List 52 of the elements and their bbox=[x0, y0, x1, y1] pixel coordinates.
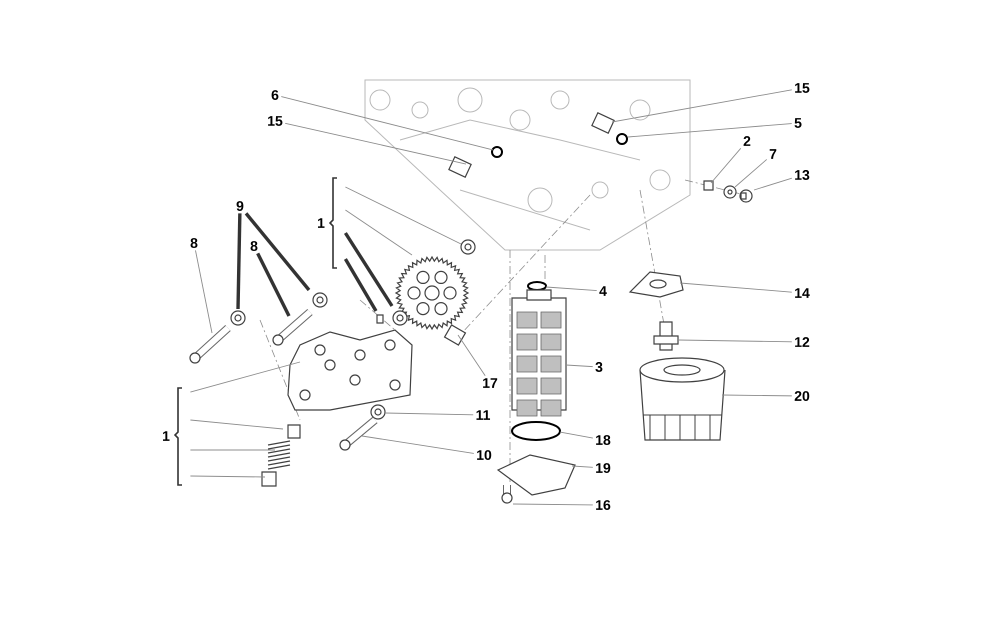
leader-line bbox=[384, 412, 474, 416]
leader-line bbox=[628, 123, 792, 138]
leader-line bbox=[284, 122, 466, 164]
leader-line bbox=[362, 436, 474, 454]
callout-number: 1 bbox=[163, 431, 170, 441]
callout-number: 14 bbox=[795, 288, 810, 298]
callout-number: 4 bbox=[599, 286, 607, 296]
leader-line bbox=[566, 364, 594, 368]
leader-line bbox=[195, 250, 212, 334]
callout-number: 8 bbox=[190, 238, 198, 248]
callout-number: 15 bbox=[268, 116, 282, 126]
leader-line bbox=[190, 362, 300, 392]
leader-line bbox=[546, 286, 598, 292]
callout-number: 11 bbox=[476, 410, 490, 420]
leader-line bbox=[236, 213, 242, 310]
callout-number: 3 bbox=[595, 362, 602, 372]
leader-line bbox=[458, 334, 486, 376]
callout-number: 12 bbox=[795, 337, 810, 347]
leader-line bbox=[344, 258, 378, 312]
leader-line bbox=[344, 232, 394, 307]
leader-line bbox=[678, 340, 792, 342]
callout-number: 19 bbox=[596, 463, 610, 473]
leader-line bbox=[560, 432, 594, 439]
callout-number: 17 bbox=[483, 378, 498, 388]
callout-number: 7 bbox=[770, 149, 776, 159]
callout-number: 15 bbox=[795, 83, 810, 93]
leader-line bbox=[734, 159, 768, 188]
leader-line bbox=[280, 96, 494, 150]
leader-line bbox=[512, 504, 594, 506]
leader-line bbox=[344, 186, 462, 244]
leader-line bbox=[722, 394, 792, 396]
leader-line bbox=[572, 466, 594, 468]
callout-number: 6 bbox=[272, 90, 278, 100]
leader-line bbox=[256, 252, 291, 317]
callout-number: 20 bbox=[794, 391, 810, 401]
callout-number: 5 bbox=[794, 118, 802, 128]
callout-number: 10 bbox=[477, 450, 492, 460]
leader-line bbox=[190, 476, 266, 478]
callout-number: 18 bbox=[596, 435, 610, 445]
callout-number: 9 bbox=[236, 201, 244, 211]
leader-line bbox=[344, 210, 412, 256]
leader-line bbox=[754, 178, 792, 190]
callout-number: 16 bbox=[596, 500, 610, 510]
leader-line bbox=[710, 148, 742, 184]
callout-number: 8 bbox=[250, 241, 258, 251]
leader-line bbox=[244, 212, 310, 292]
callout-number: 13 bbox=[795, 170, 810, 180]
callout-number: 2 bbox=[744, 136, 750, 146]
leader-line bbox=[680, 282, 792, 293]
leader-line bbox=[190, 420, 284, 430]
callout-number: 1 bbox=[318, 218, 325, 228]
leader-line bbox=[612, 89, 792, 122]
